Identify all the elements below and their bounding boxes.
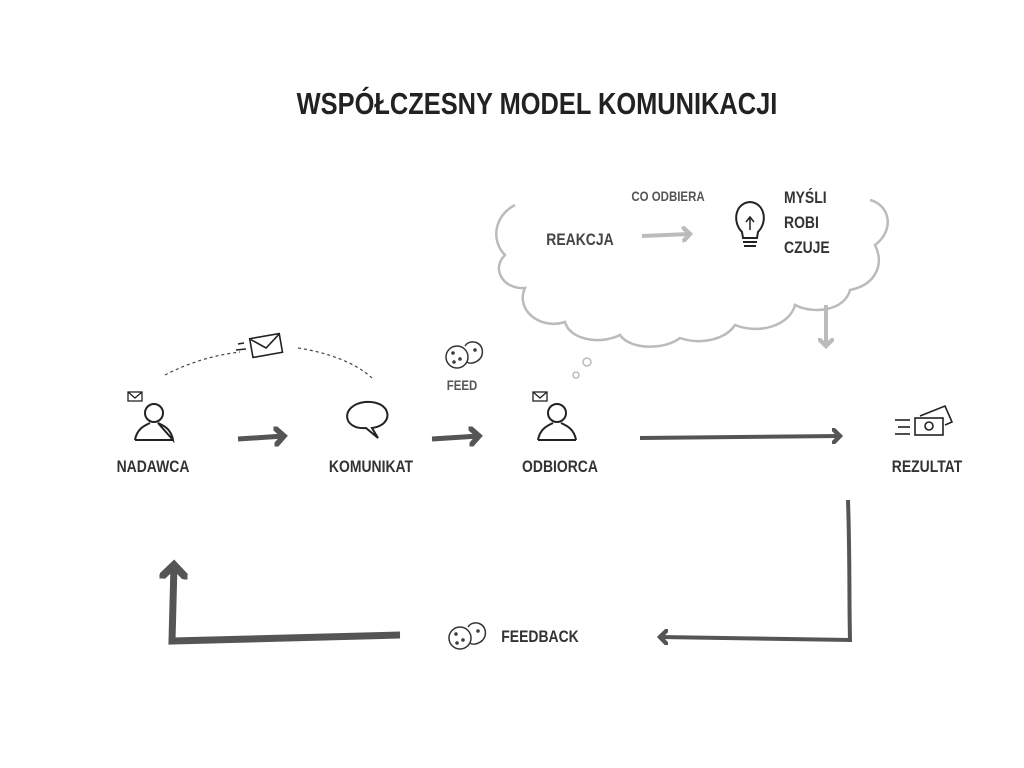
thought-bubble [582, 357, 592, 367]
label-result: REZULTAT [891, 457, 963, 476]
dashed-path [297, 347, 373, 379]
receiver-person-icon [537, 403, 577, 441]
money-icon [895, 404, 954, 436]
arrow-receiver-result [639, 436, 840, 438]
label-feed: FEED [446, 377, 478, 393]
cloud-line-does: ROBI [784, 213, 819, 232]
cloud-arrow [641, 234, 690, 236]
thought-cloud [495, 198, 889, 348]
label-sender: NADAWCA [116, 457, 190, 476]
arrow-message-receiver [431, 436, 479, 439]
mail-badge-icon [127, 391, 143, 402]
cookie-icon [445, 341, 484, 369]
thought-bubble [572, 371, 580, 379]
page-title: WSPÓŁCZESNY MODEL KOMUNIKACJI [296, 86, 778, 121]
dashed-path [164, 351, 241, 376]
label-receiver: ODBIORCA [522, 457, 598, 476]
feedback-arrow-right [660, 499, 853, 640]
envelope-icon [235, 332, 284, 359]
label-feedback: FEEDBACK [501, 627, 579, 646]
cloud-line-feels: CZUJE [784, 238, 830, 257]
arrow-sender-message [237, 436, 284, 439]
label-message: KOMUNIKAT [328, 457, 414, 476]
cookie-icon [448, 622, 487, 650]
sender-person-icon [134, 403, 175, 444]
label-reaction: REAKCJA [546, 230, 614, 249]
cloud-line-thinks: MYŚLI [784, 188, 827, 207]
lightbulb-icon [735, 200, 765, 247]
feedback-arrow-left [172, 565, 401, 645]
label-what-received: CO ODBIERA [631, 188, 705, 204]
mail-badge-icon [532, 391, 548, 402]
speech-bubble-icon [346, 400, 389, 439]
